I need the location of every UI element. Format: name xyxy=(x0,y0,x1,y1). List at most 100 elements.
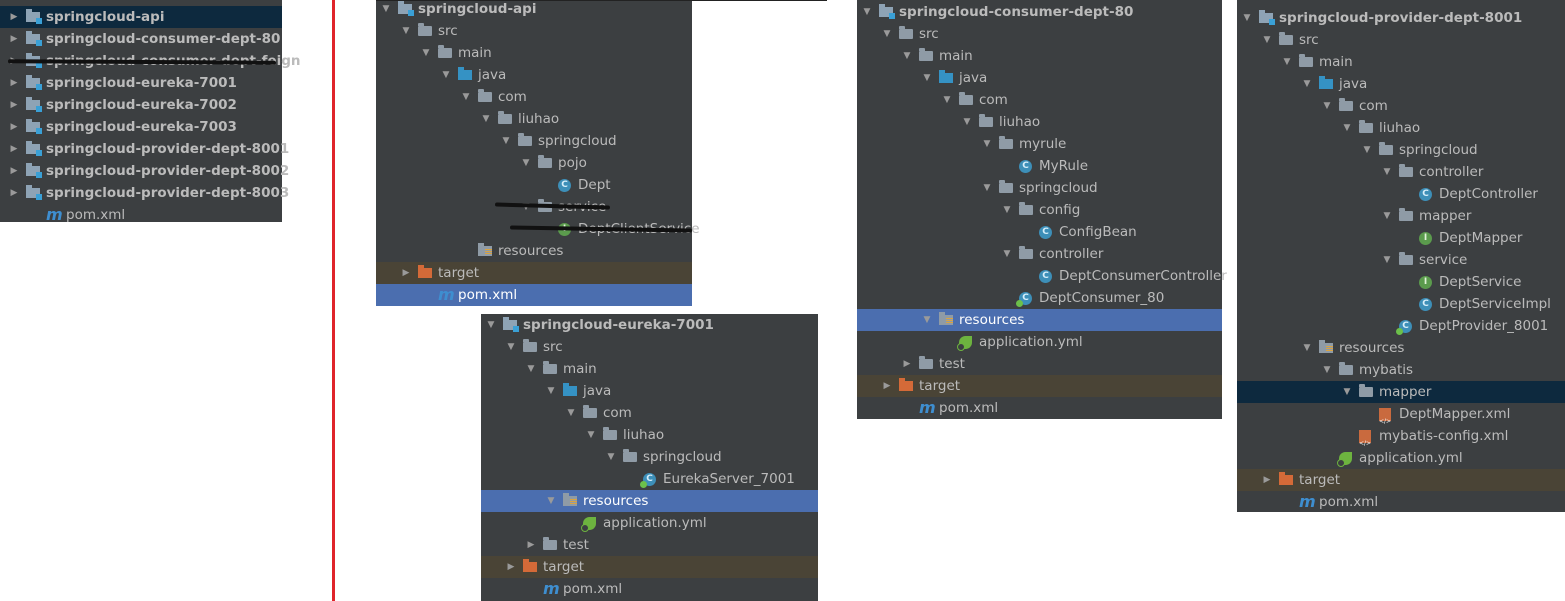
tree-node-src[interactable]: ▼src xyxy=(376,20,692,42)
tree-node-target[interactable]: ▶target xyxy=(1237,469,1565,491)
tree-node-springcloud[interactable]: ▼springcloud xyxy=(376,130,692,152)
expanded-arrow-icon[interactable]: ▼ xyxy=(1303,79,1311,89)
expanded-arrow-icon[interactable]: ▼ xyxy=(502,136,510,146)
tree-node-src[interactable]: ▼src xyxy=(1237,29,1565,51)
collapsed-arrow-icon[interactable]: ▶ xyxy=(1263,475,1271,485)
tree-node-service[interactable]: ▼service xyxy=(1237,249,1565,271)
tree-node-mapper[interactable]: ▼mapper xyxy=(1237,381,1565,403)
tree-node-main[interactable]: ▼main xyxy=(857,45,1222,67)
collapsed-arrow-icon[interactable]: ▶ xyxy=(903,359,911,369)
tree-node-resources[interactable]: ▼resources xyxy=(1237,337,1565,359)
tree-node-application-yml[interactable]: application.yml xyxy=(481,512,818,534)
tree-node-springcloud-eureka-7003[interactable]: ▶springcloud-eureka-7003 xyxy=(0,116,282,138)
tree-node-liuhao[interactable]: ▼liuhao xyxy=(481,424,818,446)
expanded-arrow-icon[interactable]: ▼ xyxy=(507,342,515,352)
tree-node-src[interactable]: ▼src xyxy=(481,336,818,358)
expanded-arrow-icon[interactable]: ▼ xyxy=(402,26,410,36)
expanded-arrow-icon[interactable]: ▼ xyxy=(1343,387,1351,397)
tree-node-test[interactable]: ▶test xyxy=(857,353,1222,375)
tree-node-main[interactable]: ▼main xyxy=(1237,51,1565,73)
tree-node-myrule[interactable]: ▼myrule xyxy=(857,133,1222,155)
collapsed-arrow-icon[interactable]: ▶ xyxy=(883,381,891,391)
tree-node-controller[interactable]: ▼controller xyxy=(857,243,1222,265)
collapsed-arrow-icon[interactable]: ▶ xyxy=(10,122,18,132)
collapsed-arrow-icon[interactable]: ▶ xyxy=(507,562,515,572)
collapsed-arrow-icon[interactable]: ▶ xyxy=(10,100,18,110)
expanded-arrow-icon[interactable]: ▼ xyxy=(883,29,891,39)
expanded-arrow-icon[interactable]: ▼ xyxy=(923,73,931,83)
collapsed-arrow-icon[interactable]: ▶ xyxy=(527,540,535,550)
tree-node-target[interactable]: ▶target xyxy=(857,375,1222,397)
tree-node-liuhao[interactable]: ▼liuhao xyxy=(1237,117,1565,139)
tree-node-com[interactable]: ▼com xyxy=(376,86,692,108)
expanded-arrow-icon[interactable]: ▼ xyxy=(1383,255,1391,265)
tree-node-springcloud-provider-dept-8002[interactable]: ▶springcloud-provider-dept-8002 xyxy=(0,160,289,182)
tree-node-target[interactable]: ▶target xyxy=(481,556,818,578)
tree-node-resources[interactable]: ▼resources xyxy=(857,309,1222,331)
tree-node-mybatis[interactable]: ▼mybatis xyxy=(1237,359,1565,381)
expanded-arrow-icon[interactable]: ▼ xyxy=(1003,205,1011,215)
tree-node-application-yml[interactable]: application.yml xyxy=(1237,447,1565,469)
tree-node-java[interactable]: ▼java xyxy=(857,67,1222,89)
tree-node-pojo[interactable]: ▼pojo xyxy=(376,152,692,174)
expanded-arrow-icon[interactable]: ▼ xyxy=(527,364,535,374)
tree-node-com[interactable]: ▼com xyxy=(857,89,1222,111)
expanded-arrow-icon[interactable]: ▼ xyxy=(607,452,615,462)
tree-node-springcloud-eureka-7001[interactable]: ▼springcloud-eureka-7001 xyxy=(481,314,818,336)
expanded-arrow-icon[interactable]: ▼ xyxy=(863,7,871,17)
tree-node-springcloud-api[interactable]: ▶springcloud-api xyxy=(0,6,282,28)
tree-node-mybatis-config-xml[interactable]: mybatis-config.xml xyxy=(1237,425,1565,455)
expanded-arrow-icon[interactable]: ▼ xyxy=(487,320,495,330)
tree-node-controller[interactable]: ▼controller xyxy=(1237,161,1565,183)
expanded-arrow-icon[interactable]: ▼ xyxy=(923,315,931,325)
expanded-arrow-icon[interactable]: ▼ xyxy=(1323,365,1331,375)
tree-node-springcloud[interactable]: ▼springcloud xyxy=(481,446,818,468)
expanded-arrow-icon[interactable]: ▼ xyxy=(1383,211,1391,221)
tree-node-main[interactable]: ▼main xyxy=(481,358,818,380)
tree-node-java[interactable]: ▼java xyxy=(1237,73,1565,95)
expanded-arrow-icon[interactable]: ▼ xyxy=(1243,13,1251,23)
tree-node-main[interactable]: ▼main xyxy=(376,42,692,64)
tree-node-springcloud-eureka-7001[interactable]: ▶springcloud-eureka-7001 xyxy=(0,72,282,94)
expanded-arrow-icon[interactable]: ▼ xyxy=(1343,123,1351,133)
tree-node-config[interactable]: ▼config xyxy=(857,199,1222,221)
tree-node-deptmapper-xml[interactable]: DeptMapper.xml xyxy=(1237,403,1565,433)
collapsed-arrow-icon[interactable]: ▶ xyxy=(10,144,18,154)
tree-node-springcloud-consumer-dept-80[interactable]: ▶springcloud-consumer-dept-80 xyxy=(0,28,282,50)
tree-node-springcloud-provider-dept-8001[interactable]: ▶springcloud-provider-dept-8001 xyxy=(0,138,289,160)
tree-node-springcloud-provider-dept-8003[interactable]: ▶springcloud-provider-dept-8003 xyxy=(0,182,289,204)
expanded-arrow-icon[interactable]: ▼ xyxy=(442,70,450,80)
expanded-arrow-icon[interactable]: ▼ xyxy=(983,183,991,193)
tree-node-springcloud[interactable]: ▼springcloud xyxy=(1237,139,1565,161)
expanded-arrow-icon[interactable]: ▼ xyxy=(1363,145,1371,155)
collapsed-arrow-icon[interactable]: ▶ xyxy=(10,12,18,22)
expanded-arrow-icon[interactable]: ▼ xyxy=(587,430,595,440)
tree-node-resources[interactable]: resources xyxy=(376,240,692,262)
expanded-arrow-icon[interactable]: ▼ xyxy=(482,114,490,124)
expanded-arrow-icon[interactable]: ▼ xyxy=(903,51,911,61)
tree-node-test[interactable]: ▶test xyxy=(481,534,818,556)
expanded-arrow-icon[interactable]: ▼ xyxy=(1303,343,1311,353)
tree-node-com[interactable]: ▼com xyxy=(481,402,818,424)
tree-node-liuhao[interactable]: ▼liuhao xyxy=(376,108,692,130)
expanded-arrow-icon[interactable]: ▼ xyxy=(1003,249,1011,259)
expanded-arrow-icon[interactable]: ▼ xyxy=(522,158,530,168)
tree-node-src[interactable]: ▼src xyxy=(857,23,1222,45)
tree-node-springcloud[interactable]: ▼springcloud xyxy=(857,177,1222,199)
tree-node-resources[interactable]: ▼resources xyxy=(481,490,818,512)
tree-node-java[interactable]: ▼java xyxy=(376,64,692,86)
